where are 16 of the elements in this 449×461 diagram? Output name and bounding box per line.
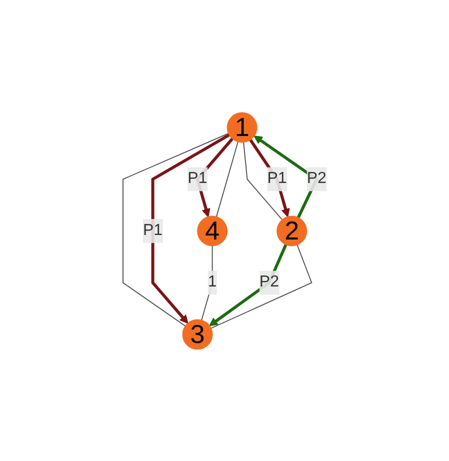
edge-label: P1 xyxy=(267,170,287,187)
node-circle: 4 xyxy=(196,215,228,246)
node-circle: 2 xyxy=(276,215,307,246)
arrow xyxy=(248,138,290,217)
connector xyxy=(216,140,238,217)
connector xyxy=(210,244,312,328)
arrow xyxy=(151,133,230,324)
node-circle: 3 xyxy=(182,318,213,350)
edge-label: 1 xyxy=(208,273,217,290)
node-circle: 1 xyxy=(226,112,258,142)
edge-label: P2 xyxy=(306,170,326,187)
connector xyxy=(242,141,282,220)
edge-label: P1 xyxy=(187,170,208,187)
edge-label: P2 xyxy=(259,273,279,290)
edge-label: P1 xyxy=(142,222,162,238)
arrow xyxy=(208,243,288,326)
